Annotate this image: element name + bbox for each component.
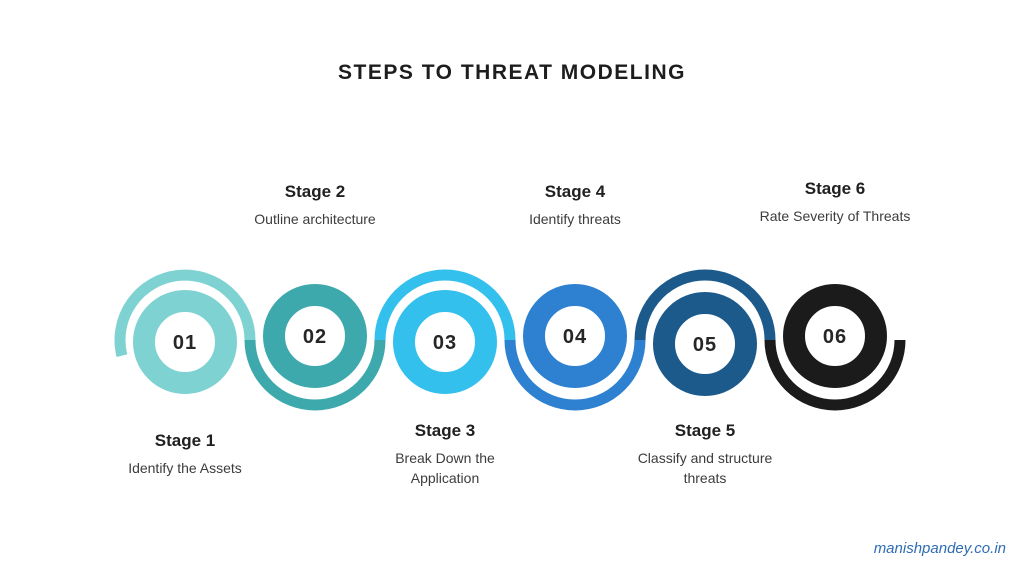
stage-2-description: Outline architecture xyxy=(254,211,376,227)
wave-arc-1 xyxy=(114,269,256,358)
stage-node-6: 06 xyxy=(764,284,906,411)
stage-4-title: Stage 4 xyxy=(544,182,606,201)
stage-label-3: Stage 3 Break Down the Application xyxy=(365,421,525,489)
wave-arc-2 xyxy=(244,339,386,411)
stage-node-3: 03 xyxy=(374,269,516,394)
stage-ring-1 xyxy=(133,290,237,394)
stage-number-4: 04 xyxy=(563,326,587,348)
stage-label-5: Stage 5 Classify and structure threats xyxy=(625,421,785,489)
stage-ring-4 xyxy=(523,284,627,388)
wave-arc-4 xyxy=(504,339,646,411)
stage-label-4: Stage 4 Identify threats xyxy=(465,182,685,229)
stage-node-4: 04 xyxy=(504,284,646,411)
stage-6-description: Rate Severity of Threats xyxy=(759,208,911,224)
stage-ring-3 xyxy=(393,290,497,394)
stage-number-1: 01 xyxy=(173,332,197,354)
stage-5-title: Stage 5 xyxy=(674,421,736,440)
stage-1-title: Stage 1 xyxy=(154,431,216,450)
stage-label-6: Stage 6 Rate Severity of Threats xyxy=(725,179,945,226)
stage-3-title: Stage 3 xyxy=(414,421,476,440)
stage-ring-5 xyxy=(653,292,757,396)
wave-arc-5 xyxy=(634,269,776,341)
stage-node-1: 01 xyxy=(114,269,256,394)
stage-3-description: Break Down the Application xyxy=(395,450,495,487)
stage-label-2: Stage 2 Outline architecture xyxy=(205,182,425,229)
wave-arc-3 xyxy=(374,269,516,341)
stage-4-description: Identify threats xyxy=(529,211,621,227)
stage-2-title: Stage 2 xyxy=(284,182,346,201)
stage-ring-2 xyxy=(263,284,367,388)
stage-5-description: Classify and structure threats xyxy=(637,450,773,487)
stage-label-1: Stage 1 Identify the Assets xyxy=(105,431,265,478)
credit-url: manishpandey.co.in xyxy=(873,540,1006,557)
stage-number-2: 02 xyxy=(303,326,327,348)
stage-node-2: 02 xyxy=(244,284,386,411)
page-title: STEPS TO THREAT MODELING xyxy=(338,61,686,84)
stage-node-5: 05 xyxy=(634,269,776,396)
stage-1-description: Identify the Assets xyxy=(128,460,242,476)
stage-number-5: 05 xyxy=(693,334,717,356)
stage-ring-6 xyxy=(783,284,887,388)
wave-arc-6 xyxy=(764,339,906,411)
stage-number-6: 06 xyxy=(823,326,847,348)
stage-number-3: 03 xyxy=(433,332,457,354)
stage-6-title: Stage 6 xyxy=(804,179,866,198)
